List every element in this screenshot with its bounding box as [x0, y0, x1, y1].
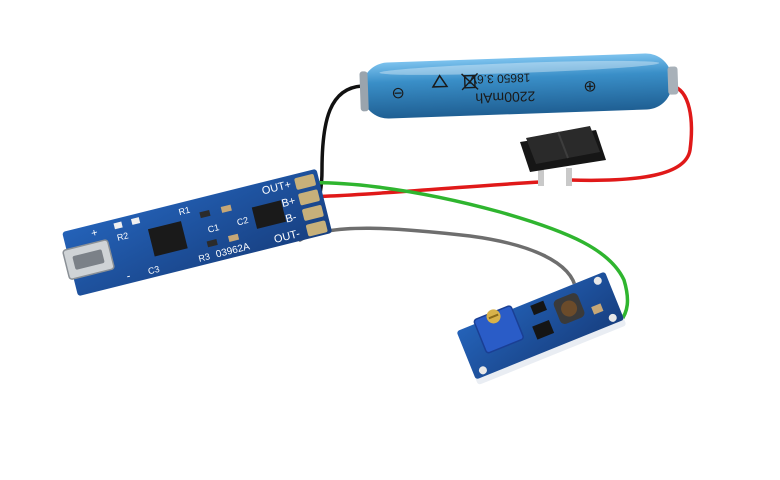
pad-out-minus — [306, 220, 328, 237]
switch-terminal-left — [538, 168, 544, 186]
label-r1: R1 — [178, 205, 192, 217]
label-r3: R3 — [197, 251, 211, 263]
label-plus: + — [90, 227, 99, 240]
smd-cap-2 — [227, 233, 240, 242]
smd-resistor-2 — [206, 239, 218, 248]
boost-pad-1 — [478, 366, 487, 375]
charger-ic — [147, 221, 188, 257]
gray-wire — [298, 226, 578, 292]
battery-positive-symbol: ⊕ — [583, 78, 597, 95]
pad-out-plus — [294, 174, 316, 190]
inductor-core — [561, 300, 578, 317]
battery-positive-cap — [667, 66, 679, 95]
boost-pad-2 — [593, 276, 602, 285]
label-c3: C3 — [147, 264, 161, 276]
boost-module — [457, 272, 626, 385]
led-blue — [130, 217, 141, 225]
pad-b-plus — [298, 189, 320, 206]
boost-pad-3 — [608, 313, 617, 322]
boost-ic — [532, 319, 555, 340]
battery-negative-cap — [359, 71, 369, 112]
switch-terminal-right — [566, 168, 572, 186]
pad-b-minus — [302, 205, 324, 221]
battery-negative-symbol: ⊖ — [391, 85, 405, 102]
red-wire-battery-switch — [568, 84, 694, 183]
label-minus: - — [125, 270, 132, 283]
label-b-minus: B- — [284, 211, 298, 225]
led-red — [113, 221, 123, 230]
smd-cap-out — [591, 303, 604, 315]
battery-model-label: 18650 3.6V — [469, 71, 531, 87]
switch-rocker-edge — [557, 131, 569, 159]
battery-18650: ⊖ ⊕ 2200mAh 18650 3.6V — [359, 53, 679, 119]
usb-opening — [72, 249, 105, 270]
trimmer-slot — [488, 313, 499, 320]
label-b-plus: B+ — [280, 195, 296, 210]
wires — [266, 84, 694, 324]
charger-board: OUT+ B+ B- OUT- 03962A R1 R2 R3 C1 C2 C3… — [62, 169, 332, 296]
smd-cap-1 — [220, 204, 232, 213]
label-c1: C1 — [207, 222, 221, 234]
label-r2: R2 — [116, 230, 130, 242]
schottky-diode — [530, 300, 547, 316]
protection-ic — [251, 200, 287, 229]
smd-resistor-1 — [199, 209, 211, 219]
battery-body — [362, 53, 672, 119]
rocker-switch — [520, 126, 606, 186]
green-wire — [266, 181, 630, 324]
label-c2: C2 — [236, 215, 250, 227]
battery-capacity-label: 2200mAh — [475, 88, 535, 106]
battery-highlight — [379, 60, 660, 75]
crossed-bin-icon — [461, 72, 479, 91]
recycle-icon — [431, 74, 449, 88]
charger-pcb — [62, 169, 332, 296]
